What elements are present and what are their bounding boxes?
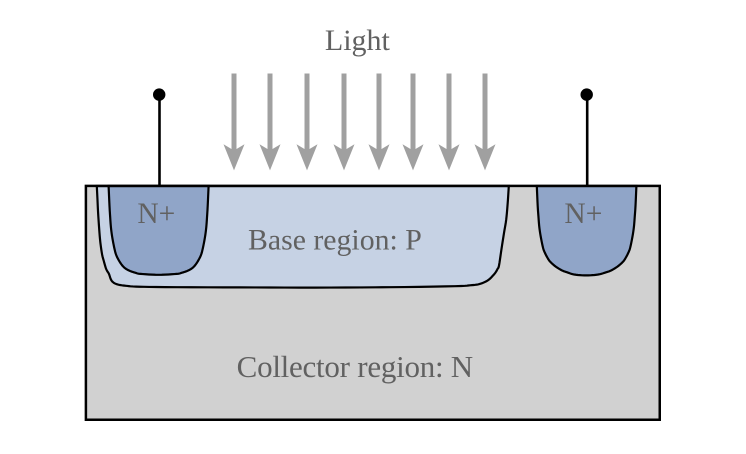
svg-text:Base region: P: Base region: P (248, 223, 422, 256)
svg-text:Collector region: N: Collector region: N (237, 349, 473, 384)
svg-text:N+: N+ (137, 198, 175, 230)
svg-text:N+: N+ (564, 198, 602, 230)
svg-text:Light: Light (325, 24, 391, 57)
